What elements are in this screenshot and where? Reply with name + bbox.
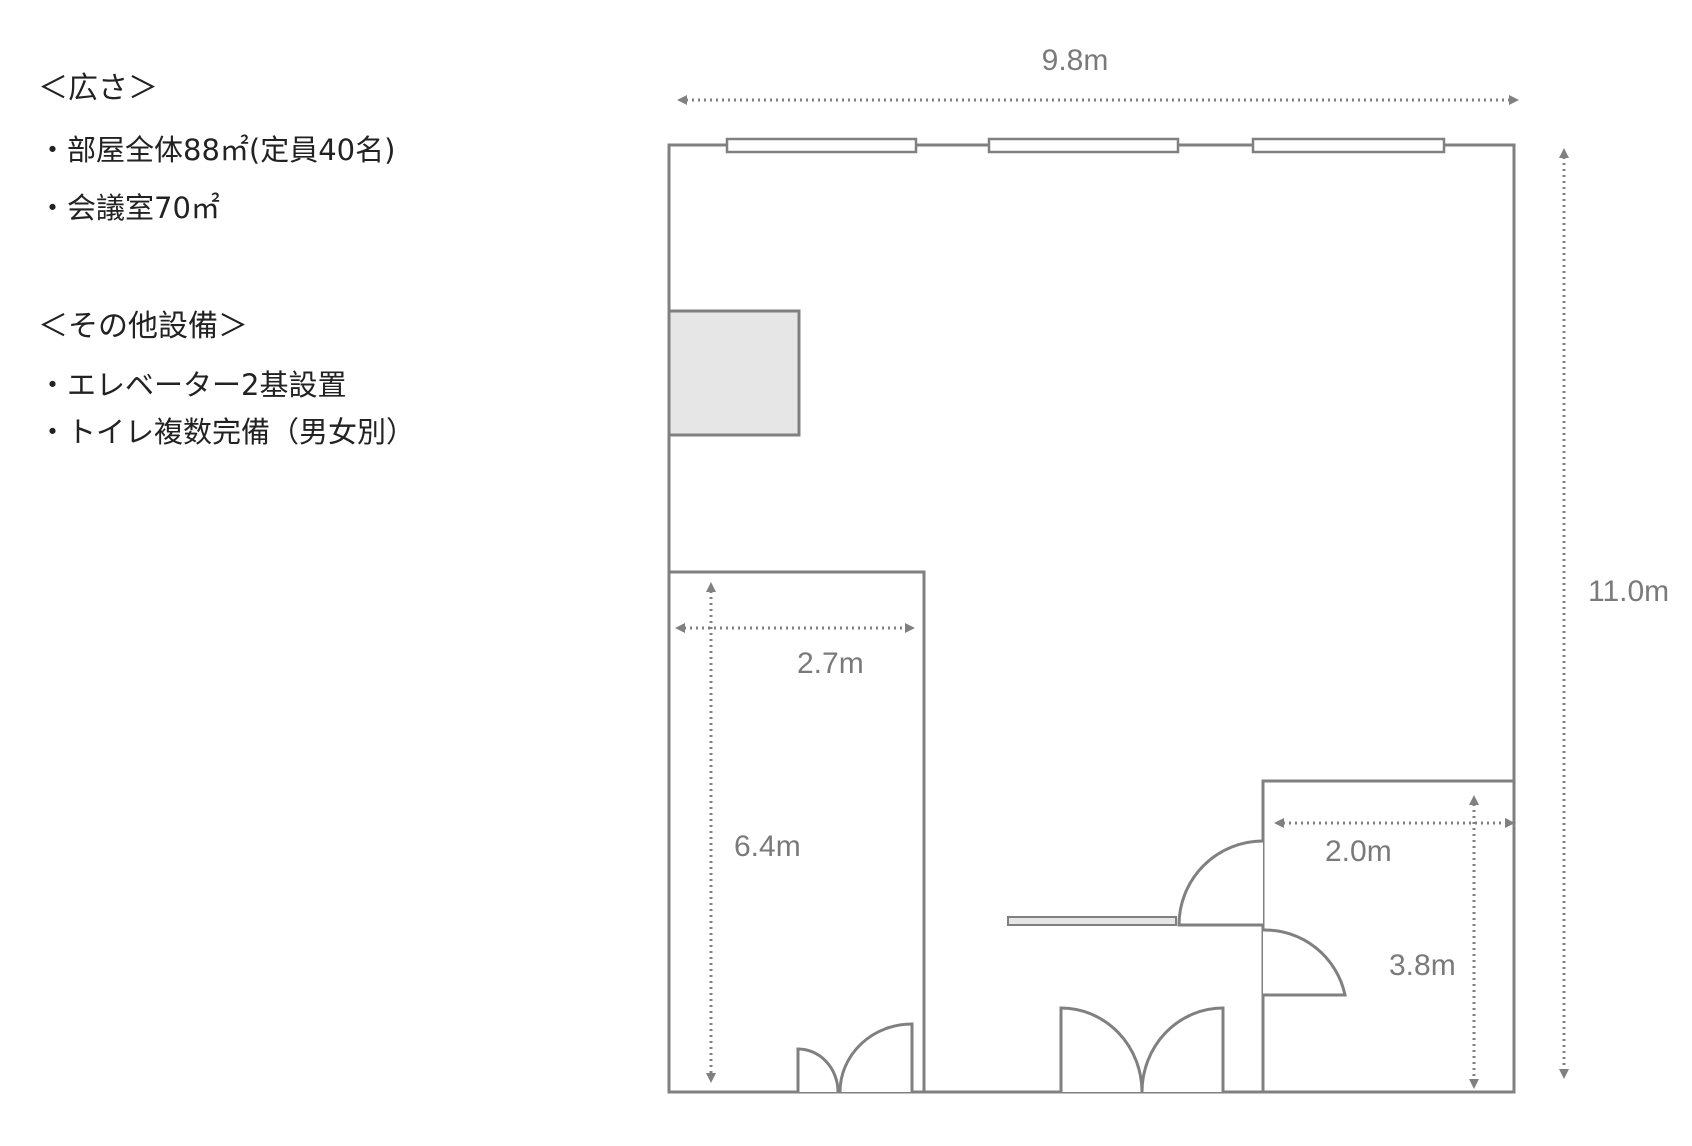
area-heading: ＜広さ＞ bbox=[38, 71, 158, 106]
window-1 bbox=[725, 137, 918, 154]
area-item-total: ・部屋全体88㎡(定員40名) bbox=[38, 133, 396, 167]
facility-item-toilet: ・トイレ複数完備（男女別） bbox=[38, 415, 416, 449]
dim-label-room-depth: 11.0m bbox=[1588, 575, 1669, 608]
left-room-door-small bbox=[796, 1047, 840, 1093]
entrance-door-right bbox=[1140, 1006, 1225, 1093]
dim-label-right-room-depth: 3.8m bbox=[1389, 949, 1456, 982]
dim-label-left-room-depth: 6.4m bbox=[734, 830, 801, 863]
windows bbox=[725, 137, 1446, 154]
dim-label-left-room-width: 2.7m bbox=[797, 647, 864, 680]
dim-label-room-width: 9.8m bbox=[1042, 44, 1109, 77]
outer-wall bbox=[667, 143, 1516, 1094]
left-room-wall bbox=[669, 570, 926, 1092]
facility-item-elevator: ・エレベーター2基設置 bbox=[38, 368, 347, 402]
right-room-door bbox=[1262, 928, 1347, 997]
dim-label-right-room-width: 2.0m bbox=[1325, 835, 1392, 868]
facilities-heading: ＜その他設備＞ bbox=[38, 309, 248, 344]
entrance-door-left bbox=[1059, 1006, 1144, 1093]
window-2 bbox=[987, 137, 1180, 154]
area-item-meeting-room: ・会議室70㎡ bbox=[38, 191, 220, 225]
corridor-door bbox=[1177, 839, 1264, 927]
elevator-box bbox=[667, 309, 801, 437]
left-room-door-large bbox=[838, 1022, 914, 1093]
outer-walls bbox=[667, 143, 1516, 1094]
window-3 bbox=[1251, 137, 1446, 154]
partition-wall bbox=[1007, 916, 1177, 926]
